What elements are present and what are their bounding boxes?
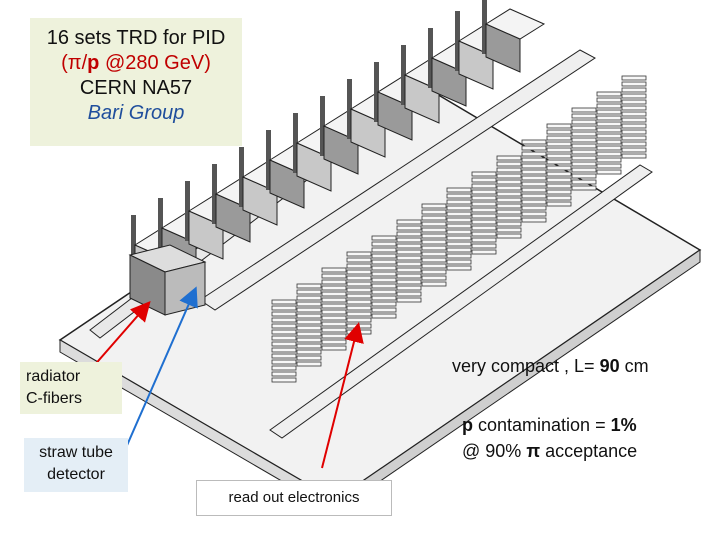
title-line3: CERN NA57 — [79, 77, 193, 99]
radiator-arrow — [91, 300, 151, 369]
electronics-stack — [521, 139, 547, 223]
electronics-stack — [296, 283, 322, 367]
readout-electronics-stacks — [271, 75, 647, 383]
base-plate — [58, 89, 702, 513]
radiator-label: radiator C-fibers — [20, 362, 122, 414]
electronics-stack — [496, 155, 522, 239]
front-rail — [199, 49, 653, 439]
length-annotation: very compact , L= 90 cm — [452, 356, 649, 376]
radiator-module — [482, 0, 546, 73]
electronics-stack — [596, 91, 622, 175]
electronics-stack — [421, 203, 447, 287]
pi-symbol: π — [67, 52, 82, 74]
electronics-stack — [271, 299, 297, 383]
straw-tube-label: straw tube detector — [24, 438, 128, 492]
title-line1: 16 sets TRD for PID — [46, 27, 226, 49]
electronics-stack — [571, 107, 597, 191]
readout-arrow — [321, 322, 364, 469]
electronics-stack — [621, 75, 647, 159]
title-line4: Bari Group — [87, 102, 185, 124]
electronics-stack — [396, 219, 422, 303]
readout-electronics-label: read out electronics — [196, 480, 392, 516]
contamination-annotation: p contamination = 1% @ 90% π acceptance — [462, 415, 638, 461]
electronics-stack — [446, 187, 472, 271]
electronics-stack — [371, 235, 397, 319]
straw-arrow — [124, 286, 198, 451]
title-line2: (π/p @280 GeV) — [61, 52, 211, 74]
title-box: 16 sets TRD for PID (π/p @280 GeV) CERN … — [30, 18, 242, 146]
electronics-stack — [546, 123, 572, 207]
electronics-stack — [471, 171, 497, 255]
